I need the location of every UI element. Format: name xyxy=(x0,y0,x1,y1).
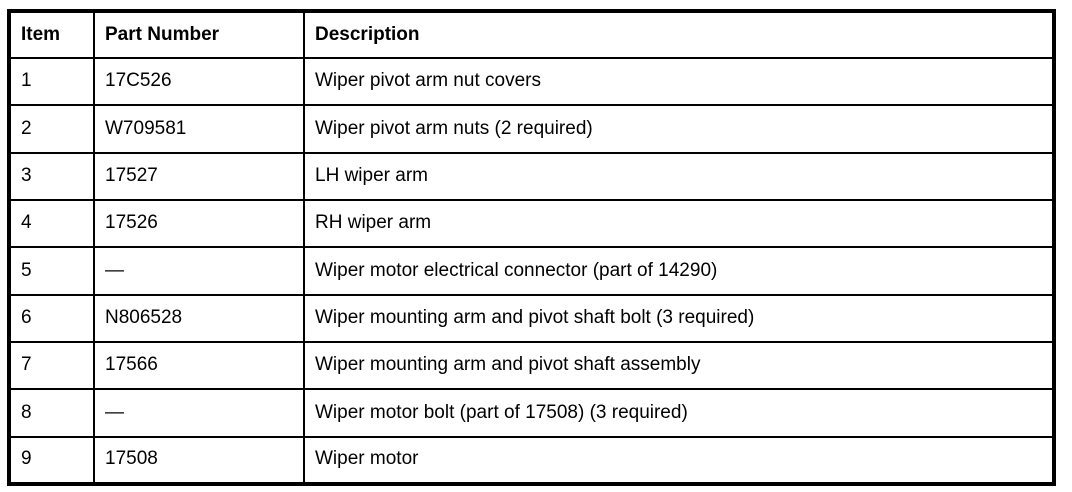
table-row: 5 — Wiper motor electrical connector (pa… xyxy=(8,246,1055,296)
item-cell: 8 xyxy=(8,388,95,438)
table-row: 2 W709581 Wiper pivot arm nuts (2 requir… xyxy=(8,104,1055,154)
part-number-cell: 17526 xyxy=(93,198,305,249)
item-cell: 4 xyxy=(8,198,95,249)
item-cell: 2 xyxy=(8,104,95,154)
table-row: 1 17C526 Wiper pivot arm nut covers xyxy=(8,56,1055,107)
column-header-part-number: Part Number xyxy=(93,10,305,59)
description-cell: Wiper pivot arm nuts (2 required) xyxy=(303,104,1055,154)
description-cell: Wiper motor xyxy=(303,435,1055,486)
description-cell: Wiper motor bolt (part of 17508) (3 requ… xyxy=(303,388,1055,438)
description-cell: Wiper mounting arm and pivot shaft bolt … xyxy=(303,293,1055,343)
description-cell: Wiper pivot arm nut covers xyxy=(303,56,1055,107)
description-cell: LH wiper arm xyxy=(303,151,1055,201)
part-number-cell: 17527 xyxy=(93,151,305,201)
table-header-row: Item Part Number Description xyxy=(8,10,1055,59)
table-row: 7 17566 Wiper mounting arm and pivot sha… xyxy=(8,340,1055,391)
column-header-item: Item xyxy=(8,10,95,59)
part-number-cell: 17C526 xyxy=(93,56,305,107)
table-row: 6 N806528 Wiper mounting arm and pivot s… xyxy=(8,293,1055,343)
table-row: 8 — Wiper motor bolt (part of 17508) (3 … xyxy=(8,388,1055,438)
description-cell: RH wiper arm xyxy=(303,198,1055,249)
part-number-cell: W709581 xyxy=(93,104,305,154)
part-number-cell: — xyxy=(93,246,305,296)
description-cell: Wiper motor electrical connector (part o… xyxy=(303,246,1055,296)
table-row: 3 17527 LH wiper arm xyxy=(8,151,1055,201)
item-cell: 3 xyxy=(8,151,95,201)
item-cell: 1 xyxy=(8,56,95,107)
item-cell: 7 xyxy=(8,340,95,391)
part-number-cell: — xyxy=(93,388,305,438)
item-cell: 9 xyxy=(8,435,95,486)
item-cell: 6 xyxy=(8,293,95,343)
column-header-description: Description xyxy=(303,10,1055,59)
part-number-cell: 17566 xyxy=(93,340,305,391)
part-number-cell: N806528 xyxy=(93,293,305,343)
table-row: 9 17508 Wiper motor xyxy=(8,435,1055,486)
parts-table: Item Part Number Description 1 17C526 Wi… xyxy=(7,9,1056,486)
part-number-cell: 17508 xyxy=(93,435,305,486)
table-row: 4 17526 RH wiper arm xyxy=(8,198,1055,249)
item-cell: 5 xyxy=(8,246,95,296)
description-cell: Wiper mounting arm and pivot shaft assem… xyxy=(303,340,1055,391)
